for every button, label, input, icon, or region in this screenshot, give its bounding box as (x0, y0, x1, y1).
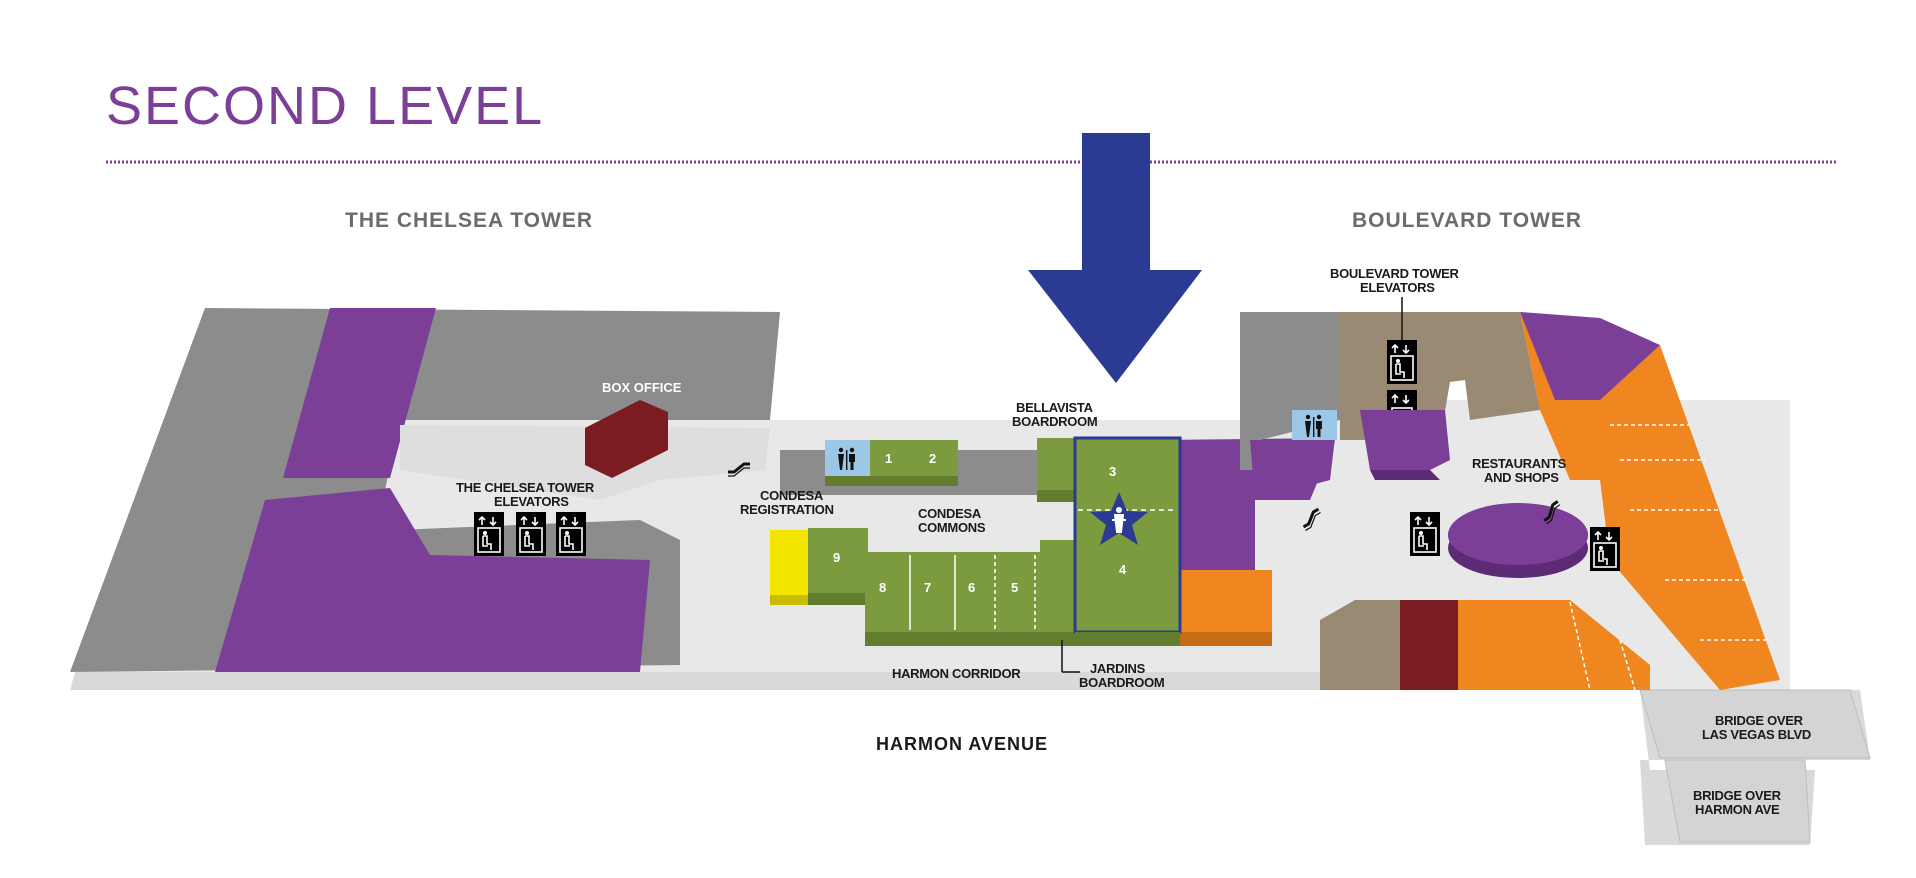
restaurants-oval-top (1448, 505, 1588, 565)
restroom-icon (838, 447, 855, 470)
room-8-number: 8 (879, 580, 886, 595)
orange-block-center-base (1180, 632, 1272, 646)
orange-shop-lower (1458, 600, 1650, 690)
box-office (585, 400, 668, 478)
harmon-avenue-label: HARMON AVENUE (876, 734, 1048, 754)
chelsea-elevators-label-1: THE CHELSEA TOWER (456, 480, 595, 495)
room-4-number: 4 (1119, 562, 1127, 577)
chelsea-purple-upper (283, 308, 436, 478)
elevator-icon (515, 511, 547, 557)
boulevard-purple-shop-base (1370, 470, 1440, 480)
bridge-harmon-ave (1664, 759, 1811, 843)
bridge-las-vegas-blvd (1639, 689, 1871, 759)
room-5-number: 5 (1011, 580, 1018, 595)
room-1-number: 1 (885, 451, 892, 466)
jardins-boardroom (1040, 540, 1078, 632)
room-3-4-base (1075, 632, 1180, 646)
boulevard-elevators-label-2: ELEVATORS (1360, 280, 1435, 295)
condesa-commons-label-2: COMMONS (918, 520, 986, 535)
boulevard-purple-shop (1360, 410, 1450, 470)
room-9-base (808, 593, 868, 605)
boulevard-gray-block (1240, 312, 1340, 470)
you-are-here-star-icon (1090, 492, 1148, 545)
bellavista-label-1: BELLAVISTA (1016, 400, 1094, 415)
registration-desk (770, 530, 808, 595)
restaurants-label-1: RESTAURANTS (1472, 456, 1567, 471)
room-9-number: 9 (833, 550, 840, 565)
room-2-number: 2 (929, 451, 936, 466)
bridge-harmon-label-2: HARMON AVE (1695, 802, 1780, 817)
rooms-5-8-base (865, 632, 1075, 646)
restaurants-label-2: AND SHOPS (1484, 470, 1559, 485)
condesa-registration-label-2: REGISTRATION (740, 502, 834, 517)
page-title: SECOND LEVEL (106, 76, 544, 136)
rooms-1-2-base (825, 476, 958, 486)
restroom-block (825, 440, 870, 476)
registration-desk-base (770, 595, 808, 605)
condesa-commons-label-1: CONDESA (918, 506, 982, 521)
jardins-boardroom-base (1040, 632, 1078, 646)
boulevard-elevators-label-1: BOULEVARD TOWER (1330, 266, 1460, 281)
room-2 (908, 440, 958, 476)
bellavista-boardroom-base (1037, 490, 1075, 502)
room-6-number: 6 (968, 580, 975, 595)
bellavista-label-2: BOARDROOM (1012, 414, 1097, 429)
jardins-label-2: BOARDROOM (1079, 675, 1164, 690)
purple-retail-corner (1520, 312, 1660, 400)
elevator-icon (1409, 511, 1441, 557)
down-arrow-icon (1028, 133, 1202, 383)
tower-heading-chelsea: THE CHELSEA TOWER (345, 209, 593, 232)
retail-divider (1569, 601, 1591, 691)
maroon-shop-lower (1400, 600, 1458, 690)
restroom-block-boulevard (1292, 410, 1337, 440)
condesa-registration-label-1: CONDESA (760, 488, 824, 503)
elevator-icon (555, 511, 587, 557)
elevator-icon (1386, 339, 1418, 385)
jardins-label-1: JARDINS (1090, 661, 1146, 676)
room-9 (808, 528, 868, 593)
harmon-corridor-label: HARMON CORRIDOR (892, 666, 1021, 681)
elevator-icon (1589, 526, 1621, 572)
chelsea-elevators-label-2: ELEVATORS (494, 494, 569, 509)
room-1 (870, 440, 908, 476)
orange-retail-wing (1520, 312, 1780, 690)
tower-heading-boulevard: BOULEVARD TOWER (1352, 209, 1582, 232)
floor-area (70, 672, 1870, 845)
orange-block-center (1180, 570, 1272, 632)
bridge-blvd-label-2: LAS VEGAS BLVD (1702, 727, 1811, 742)
room-7-number: 7 (924, 580, 931, 595)
bridge-harmon-label-1: BRIDGE OVER (1693, 788, 1782, 803)
bridge-blvd-label-1: BRIDGE OVER (1715, 713, 1804, 728)
room-3-number: 3 (1109, 464, 1116, 479)
elevator-icon (473, 511, 505, 557)
box-office-label: BOX OFFICE (602, 380, 682, 395)
chelsea-purple-lower (215, 488, 650, 672)
taupe-shop-lower (1320, 600, 1400, 690)
restroom-icon (1305, 414, 1322, 437)
bellavista-boardroom (1037, 438, 1075, 490)
retail-divider (1619, 639, 1636, 691)
purple-wing-center (1250, 440, 1335, 500)
